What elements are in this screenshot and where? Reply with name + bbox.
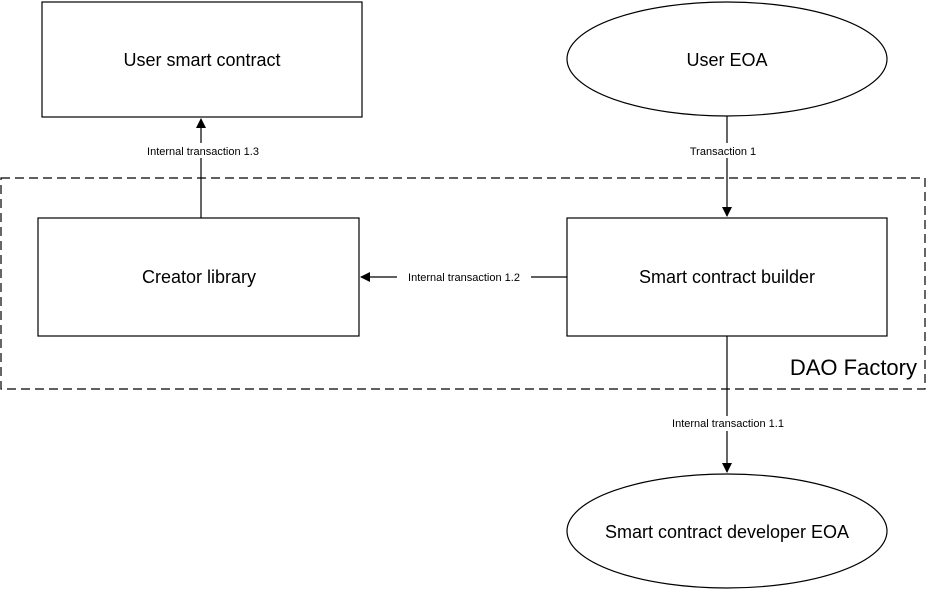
edge-internal-transaction-1-2-label: Internal transaction 1.2: [408, 272, 520, 284]
developer-eoa-label: Smart contract developer EOA: [605, 522, 849, 542]
edge-transaction-1-label-bg: [680, 143, 774, 158]
creator-library-label: Creator library: [142, 267, 256, 287]
user-smart-contract-label: User smart contract: [123, 50, 280, 70]
developer-eoa-node: [566, 473, 888, 589]
edge-transaction-1-label: Transaction 1: [690, 146, 756, 158]
user-smart-contract-node: [41, 1, 363, 118]
user-eoa-label: User EOA: [686, 50, 767, 70]
edge-internal-transaction-1-1-label: Internal transaction 1.1: [672, 418, 784, 430]
dao-factory-boundary: [0, 177, 926, 390]
creator-library-node: [37, 217, 360, 337]
edge-internal-transaction-1-1-label-bg: [658, 416, 798, 431]
edge-internal-transaction-1-3-label: Internal transaction 1.3: [147, 146, 259, 158]
smart-contract-builder-node: [566, 217, 888, 337]
edge-internal-transaction-1-2-label-bg: [397, 269, 531, 284]
dao-factory-label: DAO Factory: [790, 355, 917, 380]
smart-contract-builder-label: Smart contract builder: [639, 267, 815, 287]
edge-internal-transaction-1-3-label-bg: [136, 143, 270, 158]
